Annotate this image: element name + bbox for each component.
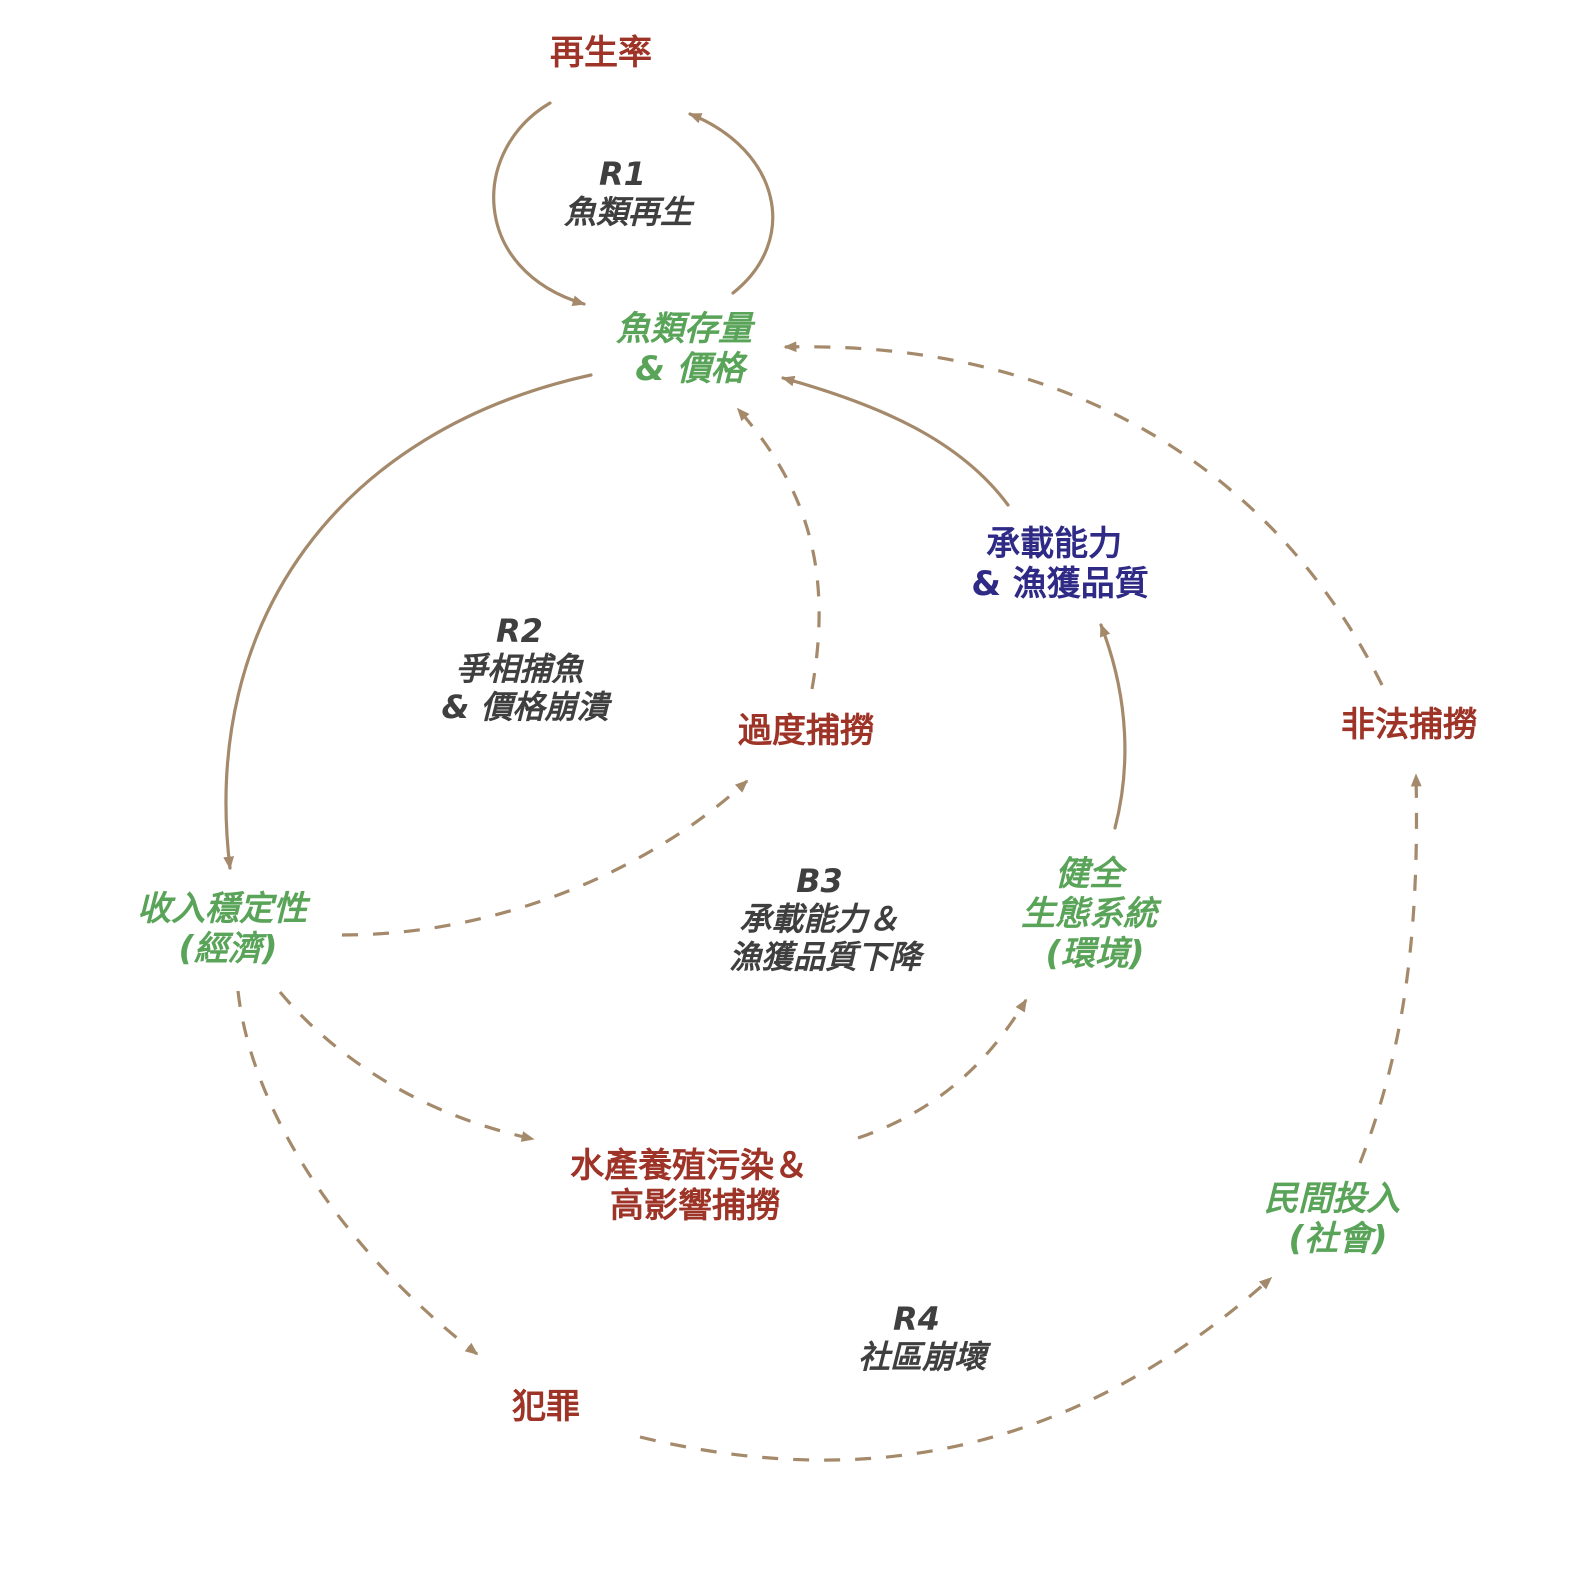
node-fish-stock-price: 魚類存量 & 價格 [615,309,764,389]
node-overfishing: 過度捕撈 [738,711,874,751]
edge-capacity-to-stock [781,375,1010,507]
node-regeneration-rate: 再生率 [550,33,652,73]
node-healthy-ecosystem: 健全 生態系統 (環境) [1021,854,1169,974]
edge-illegal-to-stock [783,341,1384,686]
edge-stock-to-income [223,373,593,870]
edge-stock-to-regen [688,112,775,295]
node-illegal-fishing: 非法捕撈 [1341,705,1477,745]
edge-income-to-overfishing [341,779,749,937]
edge-income-to-pollution [278,990,535,1142]
edges [223,101,1422,1462]
node-aquaculture-pollution: 水產養殖污染＆ 高影響捕撈 [570,1146,820,1226]
nodes: 再生率 魚類存量 & 價格 承載能力 & 漁獲品質 過度捕撈 非法捕撈 收入穩定… [137,33,1477,1427]
node-carrying-capacity: 承載能力 & 漁獲品質 [971,524,1149,604]
loop-label-b3: B3 承載能力＆ 漁獲品質下降 [729,862,925,976]
edge-overfishing-to-stock [736,407,821,690]
edge-regen-to-stock [492,101,586,306]
loop-label-r4: R4 社區崩壞 [858,1300,992,1376]
edge-pollution-to-ecosystem [857,998,1028,1140]
loop-labels: R1 魚類再生 R2 爭相捕魚 & 價格崩潰 B3 承載能力＆ 漁獲品質下降 R… [441,155,992,1376]
edge-income-to-crime [236,990,479,1356]
edge-investment-to-illegal [1358,773,1422,1164]
node-income-stability: 收入穩定性 (經濟) [137,889,319,969]
edge-crime-to-investment [639,1276,1273,1462]
node-civil-investment: 民間投入 (社會) [1264,1179,1412,1259]
edge-ecosystem-to-capacity [1099,623,1127,830]
loop-label-r2: R2 爭相捕魚 & 價格崩潰 [441,612,612,726]
node-crime: 犯罪 [512,1387,580,1427]
loop-label-r1: R1 魚類再生 [563,155,695,231]
